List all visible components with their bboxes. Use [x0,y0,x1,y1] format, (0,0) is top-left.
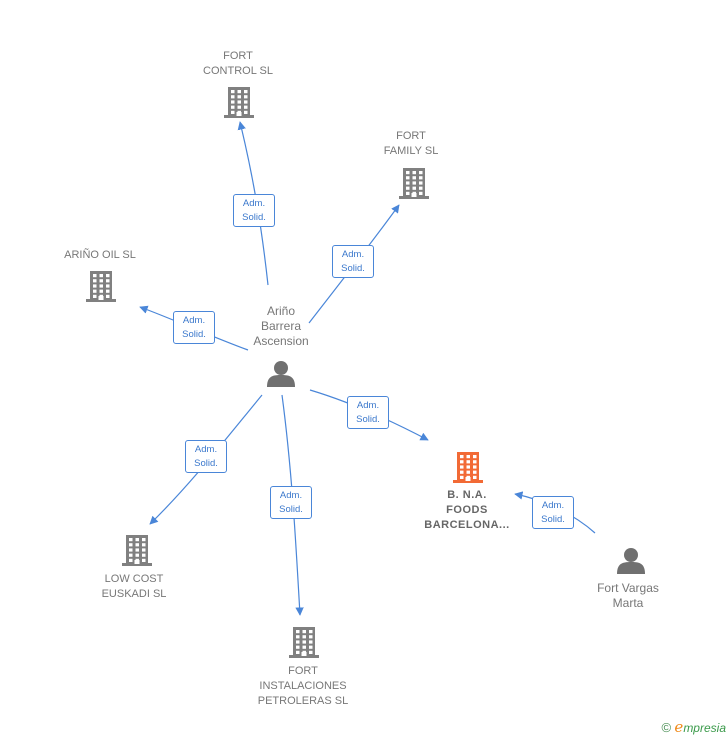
brand-name: mpresia [683,721,726,735]
building-icon[interactable] [453,452,483,483]
node-label-fort_inst[interactable]: FORT INSTALACIONES PETROLERAS SL [257,665,349,707]
edge-label-fort_control[interactable]: Adm. Solid. [233,194,275,227]
node-label-bna[interactable]: B. N.A. FOODS BARCELONA... [424,489,510,531]
node-label-fort_vargas[interactable]: Fort Vargas Marta [597,581,659,610]
brand-initial: e [674,718,684,736]
building-icon[interactable] [289,627,319,658]
nodes-layer [86,87,645,658]
edges-layer [139,121,596,616]
node-label-fort_control[interactable]: FORT CONTROL SL [203,50,273,77]
edge-label-bna[interactable]: Adm. Solid. [347,396,389,429]
person-icon[interactable] [617,548,645,574]
edge-label-bna[interactable]: Adm. Solid. [532,496,574,529]
building-icon[interactable] [122,535,152,566]
person-icon[interactable] [267,361,295,387]
edge-label-arino_oil[interactable]: Adm. Solid. [173,311,215,344]
copyright-symbol: © [661,720,672,735]
edge-label-fort_inst[interactable]: Adm. Solid. [270,486,312,519]
node-label-fort_family[interactable]: FORT FAMILY SL [383,130,439,157]
building-icon[interactable] [399,168,429,199]
node-label-low_cost[interactable]: LOW COST EUSKADI SL [101,573,167,600]
edge-label-low_cost[interactable]: Adm. Solid. [185,440,227,473]
edge-label-fort_family[interactable]: Adm. Solid. [332,245,374,278]
node-label-arino[interactable]: Ariño Barrera Ascension [253,304,309,348]
node-label-arino_oil[interactable]: ARIÑO OIL SL [64,249,136,261]
building-icon[interactable] [86,271,116,302]
brand-logo[interactable]: © empresia [661,718,726,736]
building-icon[interactable] [224,87,254,118]
